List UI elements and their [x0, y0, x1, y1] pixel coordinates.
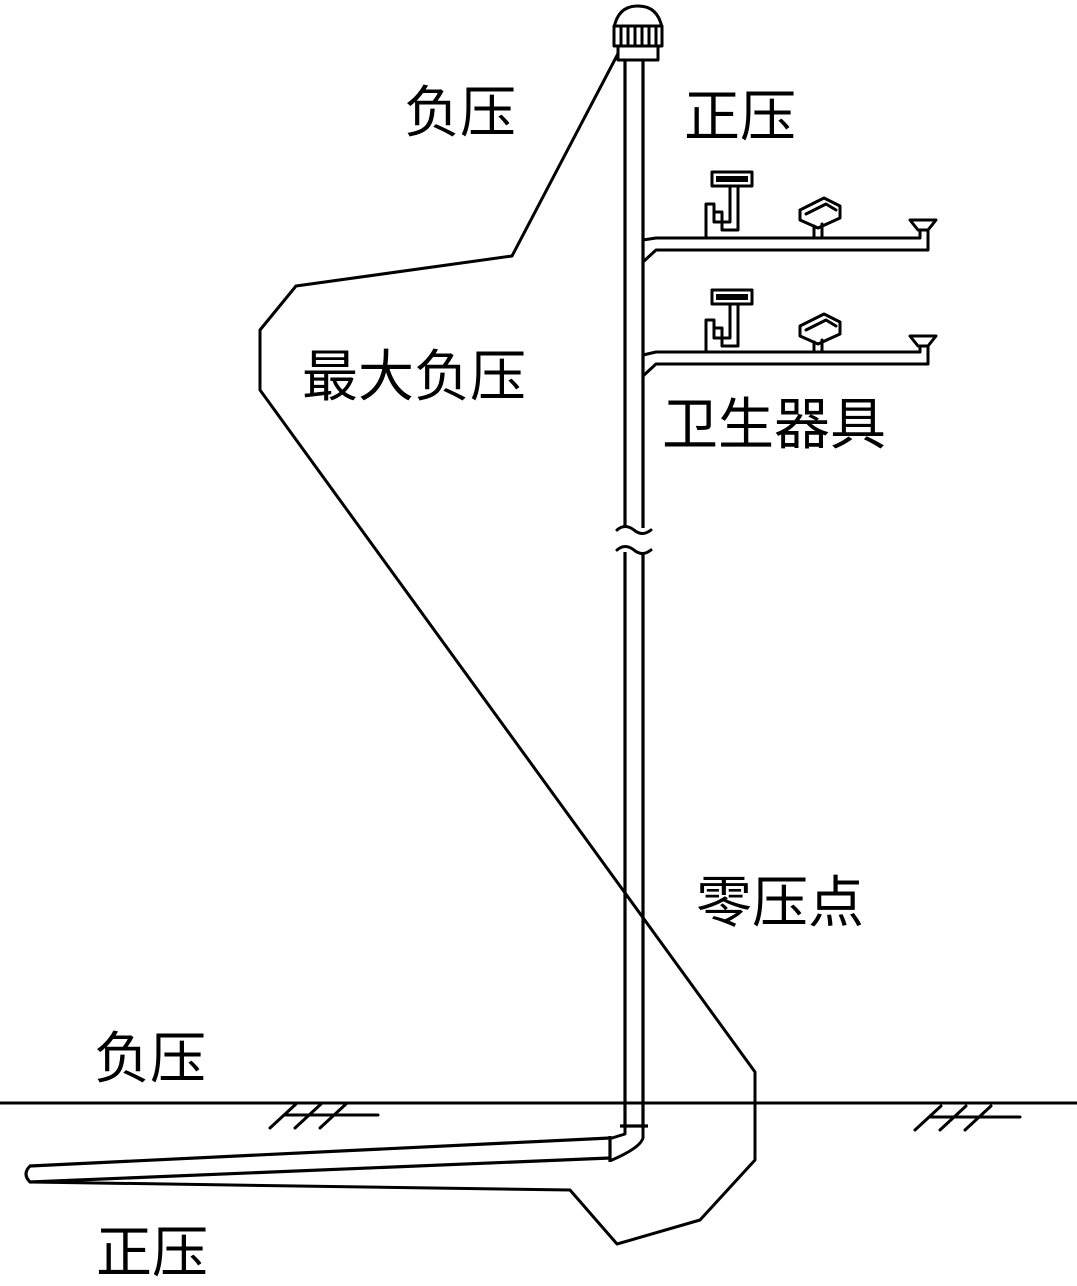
label-bottom-negative: 负压 [94, 1027, 206, 1092]
toilet-lower [798, 312, 842, 354]
label-zero-point: 零压点 [696, 871, 864, 936]
branch-upper [641, 226, 930, 264]
label-top-negative: 负压 [404, 81, 516, 146]
pressure-curve [28, 44, 757, 1246]
ground-hatch-left [268, 1102, 380, 1130]
vent-cap [612, 4, 664, 62]
label-fixtures: 卫生器具 [662, 393, 886, 458]
branch-lower [641, 341, 930, 378]
floor-drain-lower [908, 334, 938, 348]
building-drain [24, 1136, 611, 1184]
toilet-upper [798, 196, 842, 240]
ground-hatch-right [913, 1104, 1022, 1132]
label-bottom-positive: 正压 [96, 1221, 208, 1286]
washbasin-upper [704, 170, 754, 240]
floor-drain-upper [908, 218, 938, 232]
label-top-positive: 正压 [684, 85, 796, 150]
stack-pipe [615, 60, 653, 1128]
washbasin-lower [704, 288, 754, 354]
elbow-fitting [608, 1124, 648, 1162]
label-max-negative: 最大负压 [302, 345, 526, 410]
